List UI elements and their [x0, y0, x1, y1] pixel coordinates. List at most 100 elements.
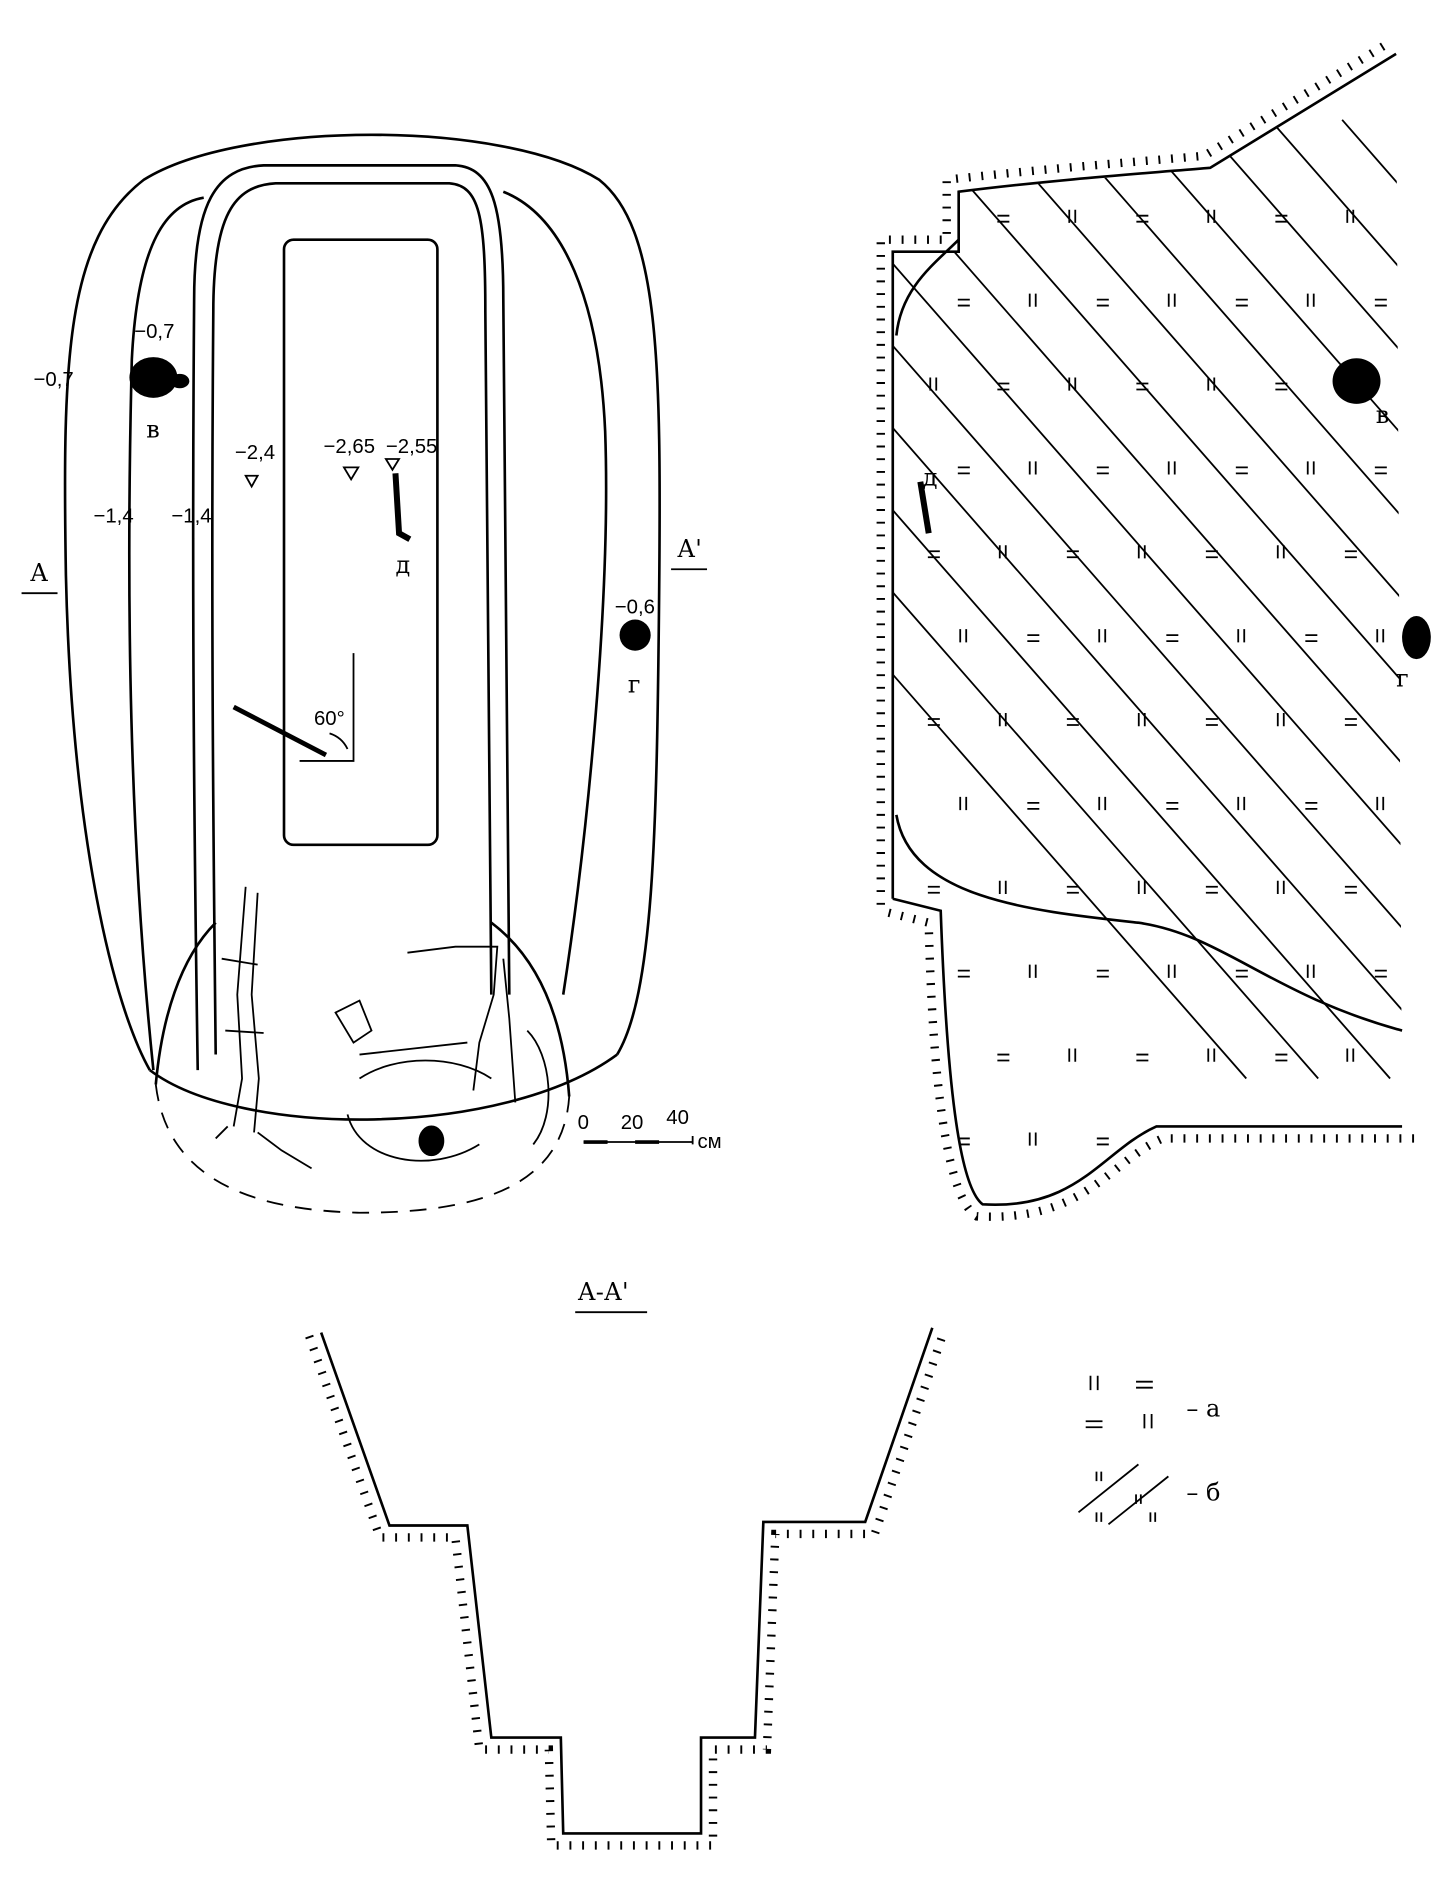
layer-a-boundary: [895, 814, 1403, 1032]
arrow-line: [232, 704, 328, 758]
section-title: А-А': [578, 1278, 629, 1306]
diagonal-hatch-line: [892, 119, 1319, 1080]
fill-mark: [1305, 801, 1318, 810]
fill-mark: [959, 796, 968, 811]
fill-mark: [1098, 796, 1107, 811]
fill-mark: [1027, 634, 1040, 643]
fill-label-v: в: [1376, 401, 1390, 429]
fill-mark: [997, 214, 1010, 223]
diagonal-hatch-line: [1125, 119, 1403, 1080]
fill-mark: [1414, 383, 1426, 389]
fill-mark: [1237, 629, 1246, 643]
fill-mark: [1374, 1137, 1387, 1146]
fill-mark: [1096, 298, 1109, 307]
fill-mark: [1306, 964, 1315, 978]
fill-mark: [1417, 545, 1423, 558]
section-mark-a: А: [30, 559, 48, 587]
label-d: д: [395, 551, 410, 579]
find-v-blob: [129, 357, 178, 398]
diagonal-hatch-line: [1414, 120, 1450, 1079]
fill-mark: [1167, 461, 1176, 475]
fill-mark: [1167, 293, 1176, 307]
scale-tick-0: 0: [578, 1112, 589, 1134]
label-g: г: [628, 671, 641, 699]
fill-mark: [1167, 964, 1176, 978]
elev-inner-3: −2,55: [386, 436, 438, 458]
dashed-contour: [154, 1084, 571, 1214]
fill-mark: [957, 298, 970, 307]
elev-inner-2: −2,65: [324, 436, 376, 458]
second-contour: [127, 190, 608, 1071]
fill-mark: [997, 382, 1010, 391]
fill-mark: [1066, 718, 1079, 726]
fill-mark: [1346, 1048, 1355, 1062]
scale-tick-20: 20: [621, 1112, 644, 1134]
elev-step-2: −1,4: [171, 505, 211, 527]
fill-mark: [1276, 713, 1285, 727]
fill-mark: [1417, 881, 1423, 894]
diagonal-hatch-line: [892, 119, 1247, 1080]
angle-label: 60°: [314, 708, 345, 730]
section-hatching: [305, 1328, 949, 1850]
angle-lines: [299, 653, 355, 762]
fill-mark: [1028, 461, 1037, 475]
fill-mark: [1205, 718, 1218, 726]
fill-mark: [1374, 298, 1387, 307]
fill-mark: [1374, 466, 1387, 475]
fill-mark: [1066, 550, 1079, 559]
diagonal-hatch-line: [1197, 119, 1403, 1080]
diagonal-hatch-line: [981, 119, 1403, 1080]
fill-mark: [1414, 216, 1426, 222]
fill-mark: [998, 545, 1007, 559]
fill-mark: [1237, 796, 1246, 811]
fill-mark: [1344, 718, 1357, 726]
legend-symbol-b: [1077, 1463, 1169, 1525]
diagonal-hatch-line: [892, 119, 1403, 1080]
fill-mark: [1027, 801, 1040, 810]
fill-mark: [929, 209, 938, 223]
fill-mark: [1414, 1055, 1426, 1061]
fill-mark: [1096, 969, 1109, 978]
fill-plan-hatching: [876, 38, 1415, 1221]
fill-mark: [927, 885, 940, 894]
section-outline: [319, 1327, 934, 1835]
fill-plan-outline: [891, 52, 1403, 1207]
fill-mark: [1205, 550, 1218, 559]
legend-symbol-a: [1085, 1375, 1153, 1429]
fill-mark: [1207, 209, 1216, 223]
fill-mark: [1068, 1048, 1077, 1062]
fill-mark: [997, 1053, 1010, 1062]
fill-mark: [1136, 1053, 1149, 1062]
fill-mark: [1275, 214, 1288, 223]
fill-mark: [929, 377, 938, 391]
scale-bar: 0 20 40 см: [578, 1107, 722, 1153]
fill-mark: [1235, 298, 1248, 307]
diagonal-hatch-line: [892, 119, 1391, 1080]
big-arc: [148, 1053, 618, 1121]
fill-mark: [1068, 377, 1077, 391]
step-contour-outer: [191, 164, 511, 1071]
fill-mark: [1376, 629, 1385, 643]
legend-label-a: – а: [1186, 1394, 1220, 1422]
section-mark-a-prime: А': [677, 535, 702, 563]
fill-mark: [1137, 880, 1146, 894]
outer-contour: [63, 133, 661, 1071]
diagonal-hatch-line: [910, 119, 1403, 1080]
fill-mark: [1235, 969, 1248, 978]
fill-mark: [1444, 803, 1450, 809]
elev-inner-1: −2,4: [235, 442, 275, 464]
fill-plan: в г д: [876, 38, 1450, 1221]
fill-mark: [1098, 629, 1107, 643]
legend-label-b: – б: [1186, 1478, 1220, 1506]
fill-mark: [1305, 634, 1318, 643]
fill-mark: [1374, 969, 1387, 978]
scale-unit: см: [697, 1131, 721, 1153]
skeleton-right: [334, 945, 550, 1162]
fill-mark: [1346, 209, 1355, 223]
fill-mark: [1306, 461, 1315, 475]
diagonal-hatch-line: [892, 119, 1403, 1080]
fill-mark: [1207, 377, 1216, 391]
scale-tick-40: 40: [666, 1107, 689, 1129]
fill-mark: [998, 880, 1007, 894]
